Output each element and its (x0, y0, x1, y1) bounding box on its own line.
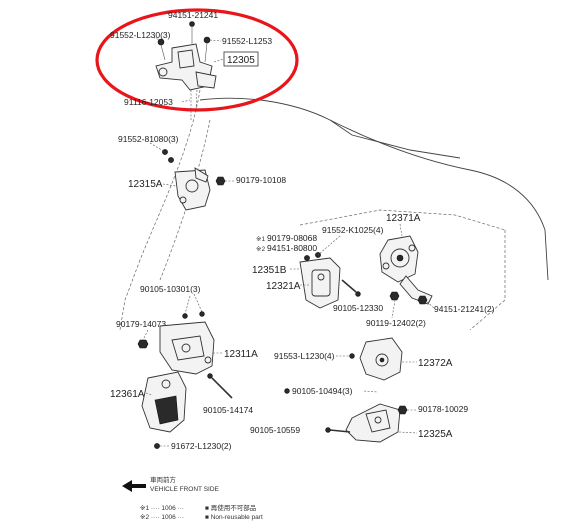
legend-line-1a: ※1 ···· 1006 ··· (140, 505, 184, 512)
part-12311a-bracket[interactable] (159, 321, 215, 375)
highlight-ring (95, 8, 299, 112)
callout-90119-12402-2[interactable]: 90119-12402(2) (366, 318, 426, 328)
callout-90105-12330[interactable]: 90105-12330 (333, 303, 383, 313)
callout-91552-l1230-3[interactable]: 91552-L1230(3) (110, 30, 171, 40)
callout-12371a[interactable]: 12371A (386, 213, 421, 224)
leader-line (399, 223, 403, 237)
part-12321a-mount[interactable] (299, 257, 341, 309)
callout-91672-l1230-2[interactable]: 91672-L1230(2) (171, 441, 232, 451)
bolt-icon (284, 388, 290, 394)
callout-12325a[interactable]: 12325A (418, 429, 453, 440)
part-12305-mount[interactable] (155, 43, 217, 91)
leader-line (149, 35, 161, 41)
callout-12372a[interactable]: 12372A (418, 358, 453, 369)
callout-90105-10559[interactable]: 90105-10559 (250, 425, 300, 435)
leader-line (363, 390, 379, 393)
callout-91552-k1025-4[interactable]: 91552-K1025(4) (322, 225, 384, 235)
bolt-icon (207, 373, 233, 399)
leader-line (145, 392, 153, 396)
note-prefix-2: ※2 (256, 246, 265, 253)
nut-icon (389, 291, 428, 305)
callout-90105-10301-3[interactable]: 90105-10301(3) (140, 284, 201, 294)
bolt-icon (325, 405, 408, 433)
callout-94151-21241-2[interactable]: 94151-21241(2) (434, 304, 495, 314)
callout-94151-21241[interactable]: 94151-21241 (168, 10, 218, 20)
part-12372a-mount[interactable] (359, 337, 403, 381)
leader-line (391, 299, 396, 319)
leader-line (426, 301, 435, 309)
callout-12315a[interactable]: 12315A (128, 179, 163, 190)
leader-line (181, 99, 191, 103)
callout-90105-14174[interactable]: 90105-14174 (203, 405, 253, 415)
part-12361a-mount[interactable] (141, 371, 187, 433)
leader-line (213, 58, 225, 63)
nut-icon (137, 329, 149, 349)
nut-icon (215, 176, 226, 186)
leader-line (162, 183, 177, 187)
bolt-icon (157, 21, 211, 63)
callout-12321a[interactable]: 12321A (266, 281, 301, 292)
legend-line-2b: ■ Non-reusable part (205, 514, 263, 521)
bolt-icon (341, 279, 361, 297)
callout-91116-12053[interactable]: 91116-12053 (124, 97, 173, 107)
callout-91553-l1230-4[interactable]: 91553-L1230(4) (274, 351, 335, 361)
arrow-left-icon (122, 480, 146, 492)
callout-12305-box (223, 51, 259, 67)
callout-90179-10108[interactable]: 90179-10108 (236, 175, 286, 185)
bolt-icon (149, 142, 174, 163)
callout-90178-10029[interactable]: 90178-10029 (418, 404, 468, 414)
direction-label-en: VEHICLE FRONT SIDE (150, 486, 220, 493)
legend-line-1b: ■ 再使用不可部品 (205, 503, 256, 512)
callout-94151-80800[interactable]: 94151-80800 (267, 243, 317, 253)
callout-90179-08068[interactable]: 90179-08068 (267, 233, 317, 243)
callout-12311a[interactable]: 12311A (224, 349, 258, 360)
leader-line (398, 431, 418, 434)
bolt-icon (336, 353, 355, 359)
callout-90105-10494-3[interactable]: 90105-10494(3) (292, 386, 353, 396)
bolt-icon (154, 443, 170, 449)
bolt-icon (304, 235, 341, 261)
callout-91552-81080-3[interactable]: 91552-81080(3) (118, 134, 179, 144)
part-12371a-mount[interactable] (379, 235, 433, 305)
bolt-icon (182, 293, 205, 319)
part-12325a-bracket[interactable] (345, 403, 401, 443)
direction-label-cn: 車両前方 (150, 475, 177, 484)
callout-12351b[interactable]: 12351B (252, 265, 287, 276)
callout-12361a[interactable]: 12361A (110, 389, 145, 400)
callout-91552-l1253[interactable]: 91552-L1253 (222, 36, 272, 46)
part-12315a-bracket[interactable] (174, 167, 211, 211)
callout-90179-14073[interactable]: 90179-14073 (116, 319, 166, 329)
note-prefix-1: ※1 (256, 236, 265, 243)
legend-line-2a: ※2 ···· 1006 ··· (140, 514, 184, 521)
leader-line (209, 39, 222, 42)
callout-12305[interactable]: 12305 (227, 55, 255, 66)
